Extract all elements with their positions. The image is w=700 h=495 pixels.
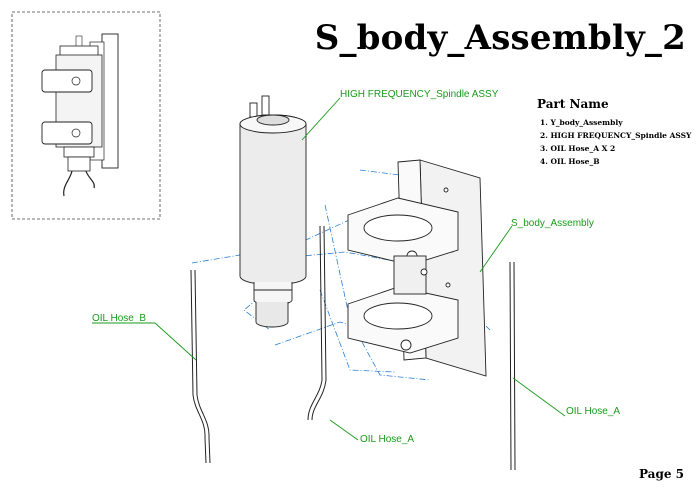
parts-list-item: 3. OIL Hose_A X 2 <box>540 144 616 153</box>
parts-list-item: 4. OIL Hose_B <box>540 157 600 166</box>
parts-list-item: 2. HIGH FREQUENCY_Spindle ASSY <box>540 131 692 140</box>
page-title: S_body_Assembly_2 <box>314 18 686 58</box>
high-frequency-spindle <box>239 95 307 328</box>
page-number: Page 5 <box>638 467 684 481</box>
parts-list: 1. Y_body_Assembly 2. HIGH FREQUENCY_Spi… <box>540 116 691 168</box>
leader-lines <box>92 97 566 441</box>
oil-hose-a-right <box>509 261 516 471</box>
callout-oil-hose-a-left: OIL Hose_A <box>360 434 415 445</box>
oil-hose-a-left <box>307 225 327 421</box>
parts-list-item: 1. Y_body_Assembly <box>540 118 623 127</box>
preview-inset <box>11 11 161 220</box>
callout-oil-hose-b: OIL Hose_B <box>92 313 147 324</box>
callout-s-body: S_body_Assembly <box>511 218 594 229</box>
callout-oil-hose-a-right: OIL Hose_A <box>566 406 621 417</box>
oil-hose-b <box>190 269 211 464</box>
s-body-assembly <box>347 159 487 377</box>
parts-heading: Part Name <box>537 97 609 111</box>
callout-spindle: HIGH FREQUENCY_Spindle ASSY <box>340 89 499 100</box>
